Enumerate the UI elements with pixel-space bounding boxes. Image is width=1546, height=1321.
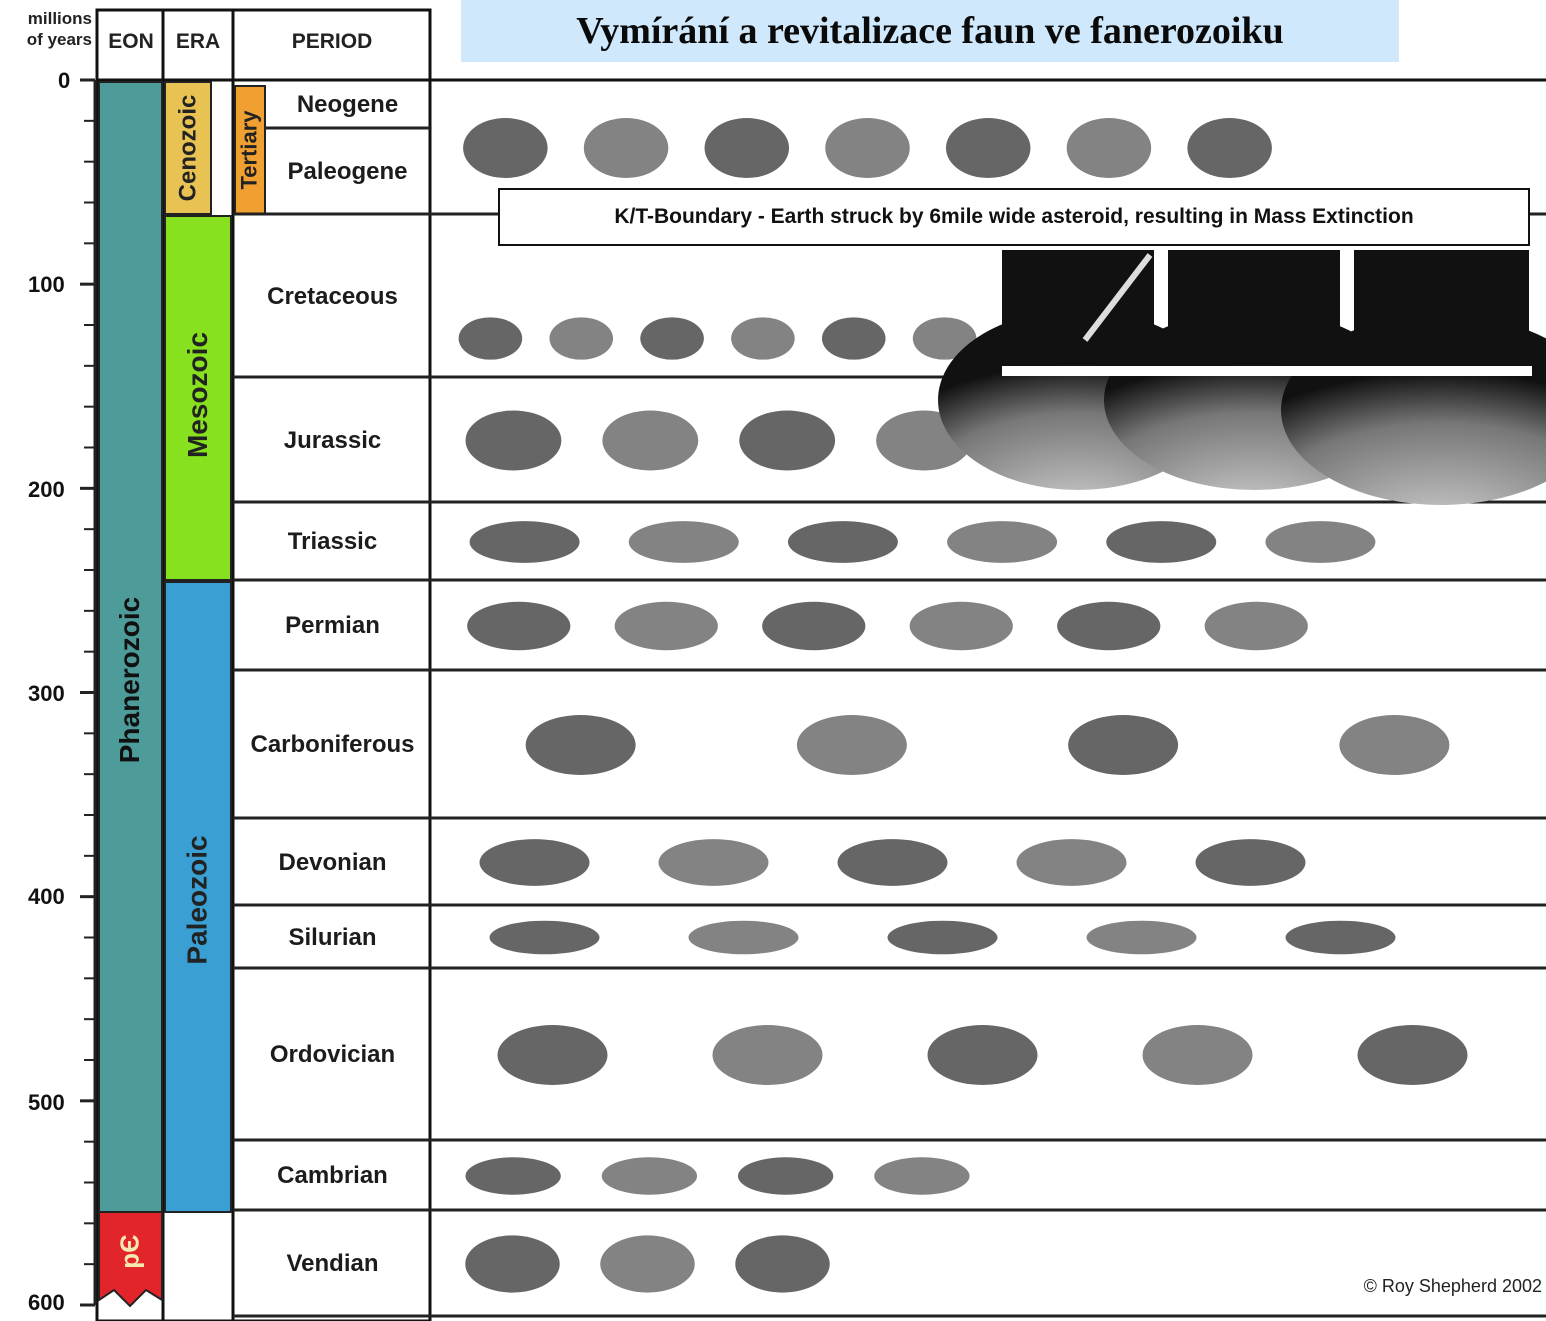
amphibian-icon: [1057, 602, 1160, 650]
amphibian-icon: [526, 715, 636, 775]
period-jurassic: Jurassic: [235, 379, 430, 502]
ammonite-icon: [470, 521, 580, 563]
plesiosaur-icon: [602, 411, 698, 471]
flower-icon: [825, 118, 910, 178]
dinosaur-icon: [1106, 521, 1216, 563]
monkey-icon: [1067, 118, 1152, 178]
shell-icon: [731, 317, 795, 359]
period-ordovician: Ordovician: [235, 970, 430, 1140]
dinosaur-icon: [549, 317, 613, 359]
mosasaur-icon: [459, 317, 523, 359]
tree-icon: [1068, 715, 1178, 775]
crinoid-icon: [928, 1025, 1038, 1085]
brachiopod-icon: [910, 602, 1013, 650]
tick-100: 100: [28, 272, 65, 298]
period-vendian: Vendian: [235, 1212, 430, 1316]
shell-icon: [1358, 1025, 1468, 1085]
worm-icon: [465, 1235, 560, 1292]
shark-icon: [1187, 118, 1272, 178]
period-permian: Permian: [235, 582, 430, 670]
era-label-mesozoic: Mesozoic: [165, 320, 231, 470]
eon-label-phanerozoic: Phanerozoic: [99, 560, 162, 800]
tick-300: 300: [28, 681, 65, 707]
period-triassic: Triassic: [235, 504, 430, 580]
tick-0: 0: [58, 68, 70, 94]
tick-200: 200: [28, 477, 65, 503]
tick-600: 600: [28, 1290, 65, 1316]
trilobite-icon: [888, 921, 998, 955]
brachiopod-icon: [1143, 1025, 1253, 1085]
duck-icon: [946, 118, 1031, 178]
period-cambrian: Cambrian: [235, 1142, 430, 1210]
period-carboniferous: Carboniferous: [235, 672, 430, 818]
anomalocaris-icon: [738, 1157, 833, 1194]
fossil-icon: [640, 317, 704, 359]
sauropod-icon: [739, 411, 835, 471]
period-paleogene: Paleogene: [265, 130, 430, 214]
kt-boundary-note: K/T-Boundary - Earth struck by 6mile wid…: [498, 188, 1530, 246]
nautiloid-icon: [713, 1025, 823, 1085]
tick-400: 400: [28, 884, 65, 910]
eon-label-precambrian: pЄ: [99, 1216, 162, 1286]
asteroid-panels: [938, 250, 1546, 505]
tick-500: 500: [28, 1090, 65, 1116]
shell-icon: [1087, 921, 1197, 955]
rhino-icon: [705, 118, 790, 178]
crinoid-icon: [629, 521, 739, 563]
fern-icon: [762, 602, 865, 650]
brachiopod-icon: [1196, 839, 1306, 886]
bird-icon: [463, 118, 548, 178]
reptile-icon: [1205, 602, 1308, 650]
trilobite-icon: [615, 602, 718, 650]
period-neogene: Neogene: [265, 82, 430, 128]
shell-icon: [838, 839, 948, 886]
period-cretaceous: Cretaceous: [235, 216, 430, 377]
dimetrodon-icon: [467, 602, 570, 650]
coelacanth-icon: [659, 839, 769, 886]
coral-icon: [1286, 921, 1396, 955]
worm-icon: [602, 1157, 697, 1194]
period-silurian: Silurian: [235, 907, 430, 968]
scorpion-icon: [689, 921, 799, 955]
frond-icon: [735, 1235, 830, 1292]
jellyfish-icon: [600, 1235, 695, 1292]
pterosaur-icon: [1265, 521, 1375, 563]
reptile-icon: [947, 521, 1057, 563]
ammonite-icon: [466, 411, 562, 471]
trilobite-icon: [465, 1157, 560, 1194]
coral-icon: [498, 1025, 608, 1085]
fish-icon: [490, 921, 600, 955]
copyright: © Roy Shepherd 2002: [1364, 1276, 1542, 1297]
subera-label-tertiary: Tertiary: [235, 86, 265, 214]
era-label-cenozoic: Cenozoic: [165, 82, 211, 214]
sponge-icon: [874, 1157, 969, 1194]
fish-icon: [480, 839, 590, 886]
mammoth-icon: [584, 118, 669, 178]
period-devonian: Devonian: [235, 820, 430, 905]
era-label-paleozoic: Paleozoic: [165, 820, 231, 980]
pterosaur-icon: [822, 317, 886, 359]
fern-icon: [1339, 715, 1449, 775]
dragonfly-icon: [797, 715, 907, 775]
mammal-icon: [788, 521, 898, 563]
ammonite-icon: [1017, 839, 1127, 886]
